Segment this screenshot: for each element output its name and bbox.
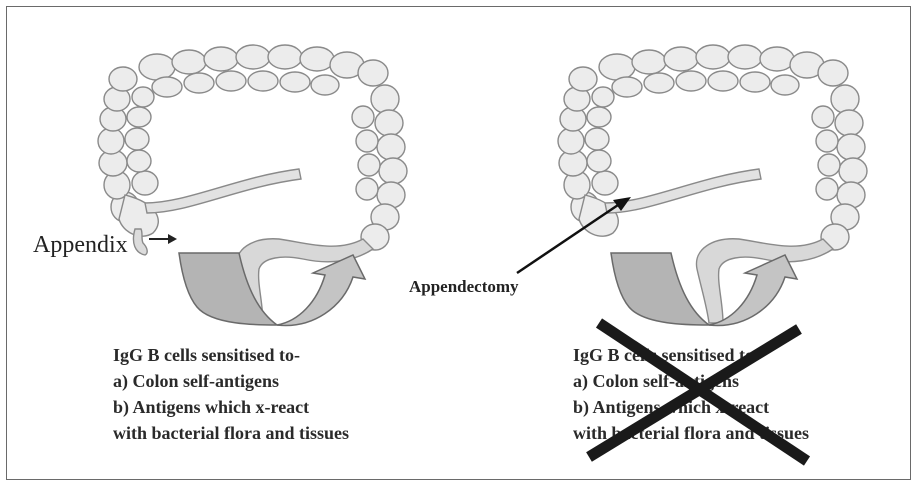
ascending-colon-fold xyxy=(585,128,609,150)
descending-colon-segment xyxy=(839,158,867,184)
descending-colon-fold xyxy=(816,178,838,200)
transverse-colon-fold xyxy=(612,77,642,97)
appendectomy-label: Appendectomy xyxy=(409,277,519,297)
figure-frame: Appendix IgG B cells sensitised to- a) C… xyxy=(6,6,911,480)
ascending-colon-fold xyxy=(592,87,614,107)
appendectomy-pointer-arrow xyxy=(517,203,621,273)
ascending-colon-fold xyxy=(592,171,618,195)
transverse-colon-fold xyxy=(740,72,770,92)
descending-colon-fold xyxy=(818,154,840,176)
transverse-colon-segment xyxy=(728,45,762,69)
transverse-colon-fold xyxy=(676,71,706,91)
transverse-colon-fold xyxy=(771,75,799,95)
right-caption-line-3: b) Antigens which x-react xyxy=(573,395,769,419)
transverse-colon-segment xyxy=(664,47,698,71)
right-colon-illustration xyxy=(558,45,867,323)
transverse-colon-segment xyxy=(696,45,730,69)
transverse-colon-segment xyxy=(818,60,848,86)
right-caption-line-1: IgG B cells sensitised to- xyxy=(573,343,760,367)
ascending-colon-fold xyxy=(587,107,611,127)
transverse-colon-segment xyxy=(760,47,794,71)
descending-colon-segment xyxy=(835,110,863,136)
ascending-colon-segment xyxy=(569,67,597,91)
caecum xyxy=(579,195,618,236)
transverse-colon-fold xyxy=(708,71,738,91)
descending-colon-fold xyxy=(816,130,838,152)
right-colon-diagram xyxy=(7,7,912,481)
transverse-colon-segment xyxy=(632,50,666,74)
right-caption-line-2: a) Colon self-antigens xyxy=(573,369,739,393)
terminal-ileum xyxy=(605,169,761,213)
descending-colon-segment xyxy=(837,134,865,160)
transverse-colon-segment xyxy=(599,54,635,80)
ascending-colon-fold xyxy=(587,150,611,172)
descending-colon-segment xyxy=(831,85,859,113)
right-caption-line-4: with bacterial flora and tissues xyxy=(573,421,809,445)
ascending-colon-segment xyxy=(558,128,584,154)
transverse-colon-fold xyxy=(644,73,674,93)
descending-colon-fold xyxy=(812,106,834,128)
